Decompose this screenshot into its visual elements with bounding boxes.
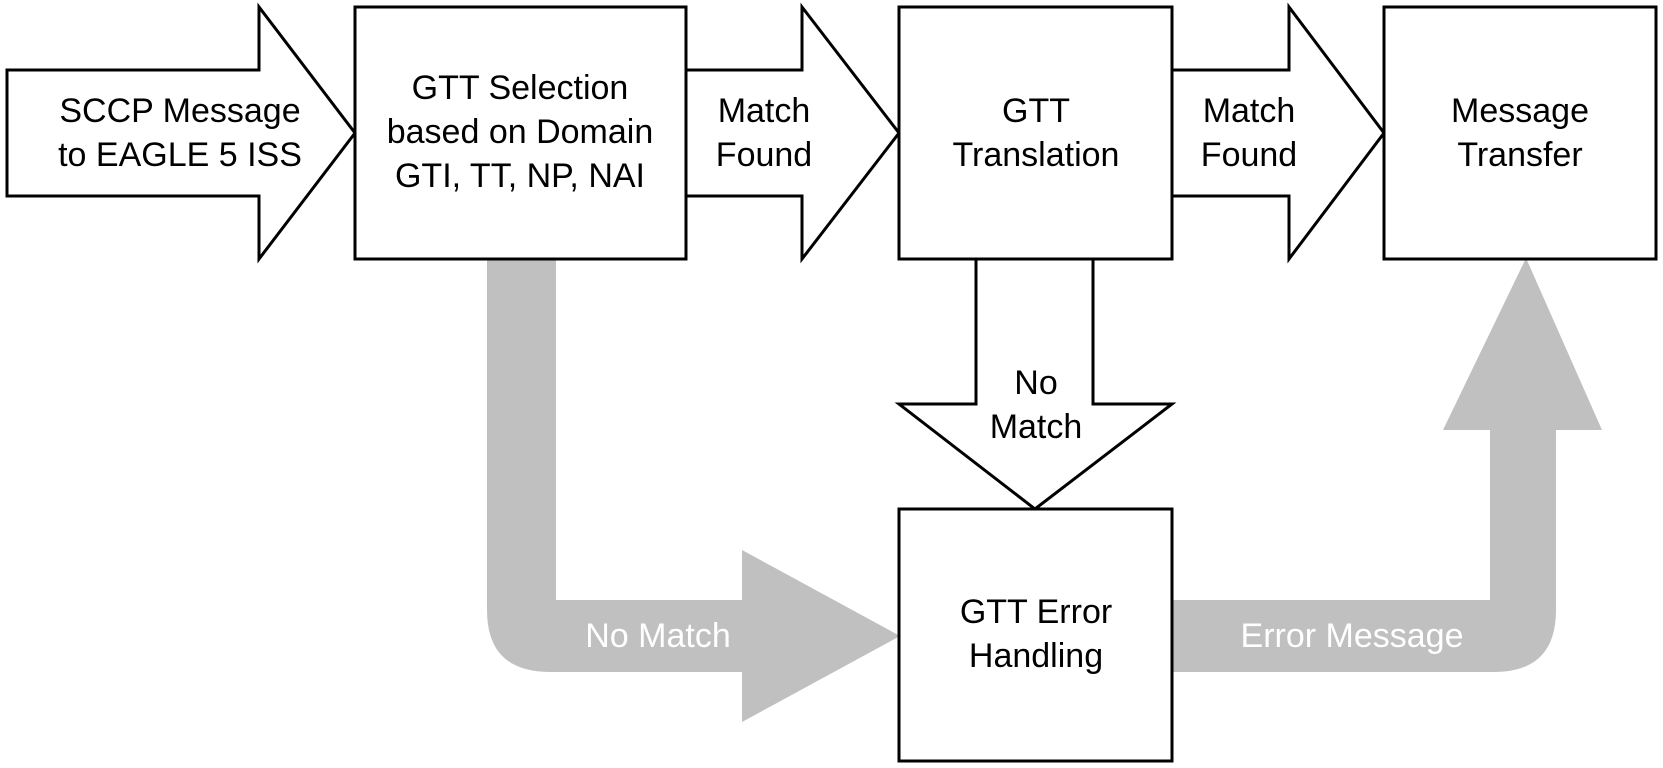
message-transfer-line2: Transfer [1457, 136, 1582, 174]
match-found-2-label-line2: Found [1201, 136, 1297, 174]
gtt-selection-line3: GTI, TT, NP, NAI [395, 157, 645, 195]
gtt-selection-line2: based on Domain [387, 113, 654, 151]
no-match-gray-label: No Match [585, 617, 731, 655]
gtt-error-handling-title: GTT Error [960, 593, 1112, 631]
match-found-arrow-2: Match Found [1170, 2, 1386, 264]
gtt-selection-title: GTT Selection [412, 69, 629, 107]
gtt-translation-box: GTT Translation [897, 5, 1174, 261]
error-message-gray-label: Error Message [1241, 617, 1464, 655]
gtt-translation-line2: Translation [953, 136, 1120, 174]
gtt-error-handling-line2: Handling [969, 637, 1103, 675]
sccp-message-label-line2: to EAGLE 5 ISS [58, 136, 302, 174]
no-match-down-label: No [1014, 364, 1057, 402]
match-found-1-label: Match [718, 92, 811, 130]
match-found-arrow-1: Match Found [684, 2, 901, 264]
gtt-selection-box: GTT Selection based on Domain GTI, TT, N… [353, 5, 688, 261]
sccp-message-input-arrow: SCCP Message to EAGLE 5 ISS [5, 2, 357, 264]
no-match-down-arrow: No Match [894, 257, 1177, 511]
gtt-translation-title: GTT [1002, 92, 1070, 130]
match-found-1-label-line2: Found [716, 136, 812, 174]
match-found-2-label: Match [1203, 92, 1296, 130]
no-match-gray-path: No Match [487, 258, 900, 722]
gtt-error-handling-box: GTT Error Handling [897, 507, 1174, 763]
error-message-gray-path: Error Message [1172, 258, 1602, 672]
sccp-message-label: SCCP Message [59, 92, 300, 130]
message-transfer-title: Message [1451, 92, 1589, 130]
message-transfer-box: Message Transfer [1382, 5, 1658, 261]
no-match-down-label-line2: Match [990, 408, 1083, 446]
